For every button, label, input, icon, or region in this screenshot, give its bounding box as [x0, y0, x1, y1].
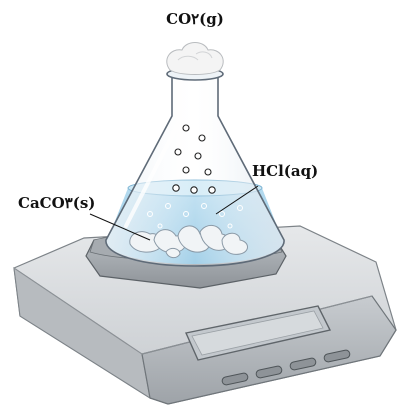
label-gas: CO۲(g): [166, 10, 224, 28]
flask-glass: [105, 76, 285, 267]
erlenmeyer-flask-icon: [105, 42, 285, 267]
scale-display-inner: [191, 310, 324, 356]
scale-button[interactable]: [255, 365, 283, 379]
scale-button[interactable]: [323, 349, 351, 363]
scale-button[interactable]: [221, 372, 249, 386]
scale-button[interactable]: [289, 357, 317, 371]
label-solid: CaCO۳(s): [18, 194, 95, 212]
calcium-carbonate-chunks: [129, 225, 248, 259]
flask-highlight: [124, 118, 182, 228]
liquid-bubbles: [147, 203, 243, 229]
scale-buttons: [221, 349, 351, 386]
leader-line-acid: [215, 185, 259, 215]
gas-bubbles: [172, 124, 216, 194]
label-acid: HCl(aq): [252, 162, 318, 180]
leader-line-solid: [89, 213, 151, 241]
cotton-plug-icon: [166, 42, 224, 75]
